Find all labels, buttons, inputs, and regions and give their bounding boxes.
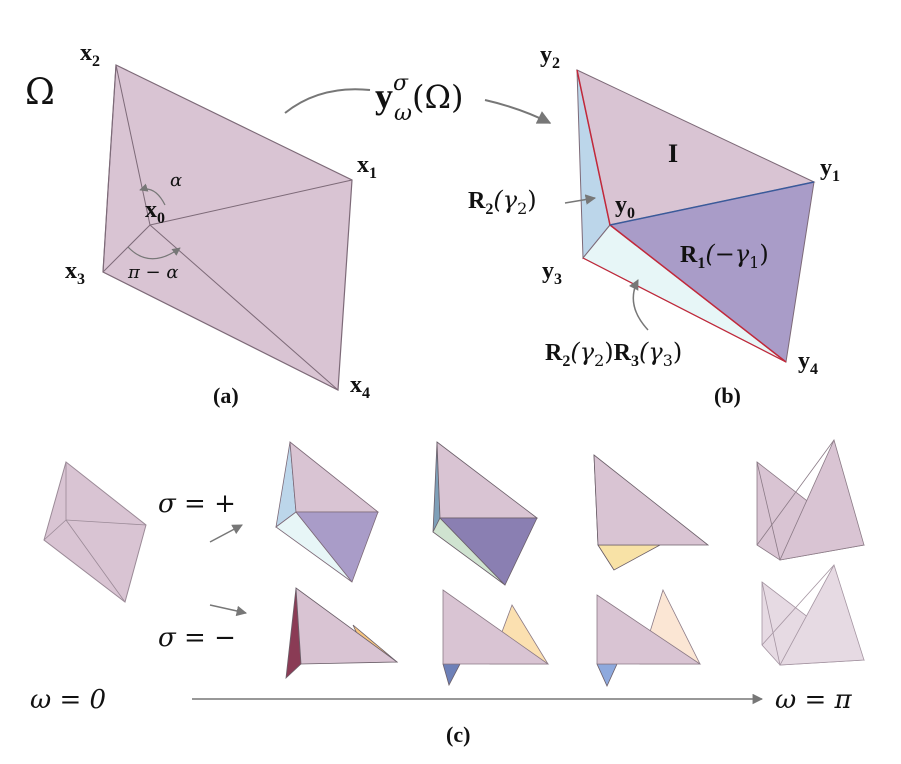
edge-y3-y4-red (582, 257, 787, 363)
plus-step-3 (593, 454, 710, 571)
minus-step-2 (442, 589, 550, 687)
vertex-x4-label: x4 (350, 372, 370, 402)
vertex-y1-label: y1 (820, 155, 840, 185)
panel-b: y2 y1 y3 y4 y0 I R1(−γ1) R2(γ2) R2(γ2)R3… (468, 42, 840, 408)
minus-step-3 (596, 588, 702, 687)
edge-x0-x4 (149, 224, 339, 391)
r2r3-label: R2(γ2)R3(γ3) (545, 338, 682, 370)
alpha-label: α (170, 170, 182, 191)
vertex-y4-label: y4 (798, 348, 818, 378)
sigma-plus-label: σ = + (158, 489, 236, 519)
plus-step-4 (756, 438, 865, 561)
sigma-minus-arrow (209, 604, 248, 617)
vertex-y0-label: y0 (615, 192, 635, 222)
map-arrow-curve-left (284, 88, 371, 114)
caption-a: (a) (213, 383, 239, 408)
vertex-x0-label: x0 (145, 197, 165, 227)
pi-minus-alpha-arc (127, 246, 181, 260)
pi-minus-alpha-label: π − α (127, 262, 179, 283)
vertex-y2-label: y2 (540, 42, 560, 72)
sigma-plus-arrow (209, 524, 243, 543)
caption-c: (c) (446, 722, 470, 747)
omega-end-label: ω = π (775, 685, 853, 715)
edge-y0-y2-red (576, 69, 611, 226)
caption-b: (b) (714, 383, 741, 408)
vertex-x2-label: x2 (80, 40, 100, 70)
panel-c: σ = + σ = − (30, 438, 866, 747)
r2-label: R2(γ2) (468, 186, 537, 218)
edge-x0-x3 (102, 224, 151, 273)
minus-step-1 (285, 587, 399, 680)
r2r3-pointer-arrow (628, 279, 649, 331)
edge-y0-y1-blue (609, 181, 815, 226)
edge-x0-x1 (149, 179, 353, 226)
vertex-x1-label: x1 (357, 152, 377, 182)
sigma-minus-label: σ = − (158, 623, 236, 653)
omega-start-label: ω = 0 (30, 685, 106, 715)
edge-y0-y4-red (609, 224, 787, 363)
map-arrow-curve-right (484, 99, 552, 124)
minus-step-4 (761, 563, 866, 666)
identity-label: I (668, 139, 678, 168)
r1-label: R1(−γ1) (680, 240, 769, 272)
plus-step-2 (432, 441, 539, 586)
plus-step-1 (275, 441, 380, 583)
omega-domain-shape (102, 64, 353, 391)
fold-line-left-lower (102, 189, 109, 273)
vertex-x3-label: x3 (65, 258, 85, 288)
omega-symbol: Ω (25, 72, 55, 113)
vertex-y3-label: y3 (542, 258, 562, 288)
fold-line-left (107, 64, 117, 191)
alpha-arc (139, 183, 166, 206)
panel-a: Ω x2 x1 x3 x4 x0 α π − α (a) (25, 40, 377, 408)
r2-pointer-arrow (564, 194, 597, 205)
initial-shape (43, 461, 147, 603)
edge-x0-x2 (115, 64, 151, 226)
